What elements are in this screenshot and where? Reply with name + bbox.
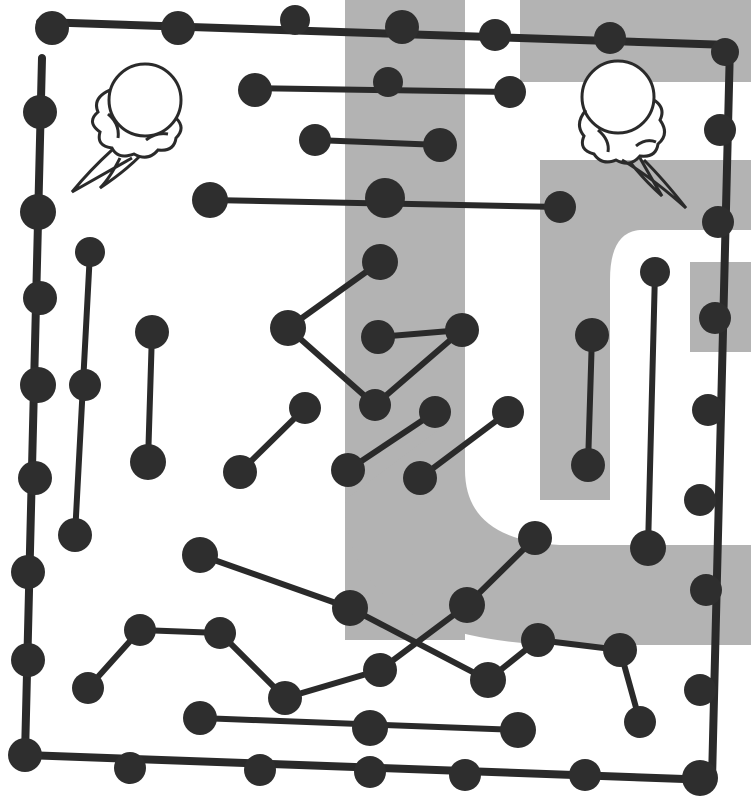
- star-node: [69, 369, 101, 401]
- star-node: [492, 396, 524, 428]
- star-node: [692, 394, 724, 426]
- star-node: [352, 710, 388, 746]
- star-node: [8, 738, 42, 772]
- star-node: [270, 310, 306, 346]
- star-node: [518, 521, 552, 555]
- star-node: [419, 396, 451, 428]
- star-node: [449, 759, 481, 791]
- star-node: [23, 95, 57, 129]
- star-node: [244, 754, 276, 786]
- star-node: [494, 76, 526, 108]
- star-node: [699, 302, 731, 334]
- star-node: [445, 313, 479, 347]
- hydrangea-flower-icon: [72, 64, 181, 192]
- star-node: [238, 73, 272, 107]
- star-node: [630, 530, 666, 566]
- star-node: [331, 453, 365, 487]
- star-node: [11, 555, 45, 589]
- star-node: [449, 587, 485, 623]
- star-node: [332, 590, 368, 626]
- star-node: [470, 662, 506, 698]
- star-node: [385, 10, 419, 44]
- star-node: [594, 22, 626, 54]
- star-node: [268, 681, 302, 715]
- star-node: [114, 752, 146, 784]
- star-node: [682, 760, 718, 796]
- star-node: [684, 484, 716, 516]
- star-node: [20, 367, 56, 403]
- star-node: [361, 320, 395, 354]
- star-node: [373, 67, 403, 97]
- star-node: [500, 712, 536, 748]
- star-node: [35, 11, 69, 45]
- star-node: [365, 178, 405, 218]
- star-node: [640, 257, 670, 287]
- star-node: [624, 706, 656, 738]
- star-node: [363, 653, 397, 687]
- star-node: [289, 392, 321, 424]
- star-node: [575, 318, 609, 352]
- star-node: [124, 614, 156, 646]
- star-node: [362, 244, 398, 280]
- star-node: [704, 114, 736, 146]
- star-node: [521, 623, 555, 657]
- star-connection: [200, 555, 350, 608]
- star-node: [135, 315, 169, 349]
- star-node: [544, 191, 576, 223]
- star-node: [359, 389, 391, 421]
- star-node: [280, 5, 310, 35]
- star-node: [479, 19, 511, 51]
- star-node: [403, 461, 437, 495]
- star-node: [711, 38, 739, 66]
- star-node: [423, 128, 457, 162]
- star-connection: [648, 272, 655, 548]
- star-node: [702, 206, 734, 238]
- star-node: [11, 643, 45, 677]
- star-node: [161, 11, 195, 45]
- star-connection: [588, 335, 592, 465]
- star-node: [20, 194, 56, 230]
- star-node: [603, 633, 637, 667]
- star-node: [223, 455, 257, 489]
- star-node: [23, 281, 57, 315]
- star-node: [571, 448, 605, 482]
- star-node: [130, 444, 166, 480]
- star-node: [183, 701, 217, 735]
- star-node: [75, 237, 105, 267]
- star-node: [204, 617, 236, 649]
- star-node: [182, 537, 218, 573]
- star-connection: [148, 332, 152, 462]
- star-node: [72, 672, 104, 704]
- star-node: [192, 182, 228, 218]
- star-node: [58, 518, 92, 552]
- star-node: [299, 124, 331, 156]
- star-node: [569, 759, 601, 791]
- star-node: [684, 674, 716, 706]
- star-node: [354, 756, 386, 788]
- star-node: [18, 461, 52, 495]
- star-node: [690, 574, 722, 606]
